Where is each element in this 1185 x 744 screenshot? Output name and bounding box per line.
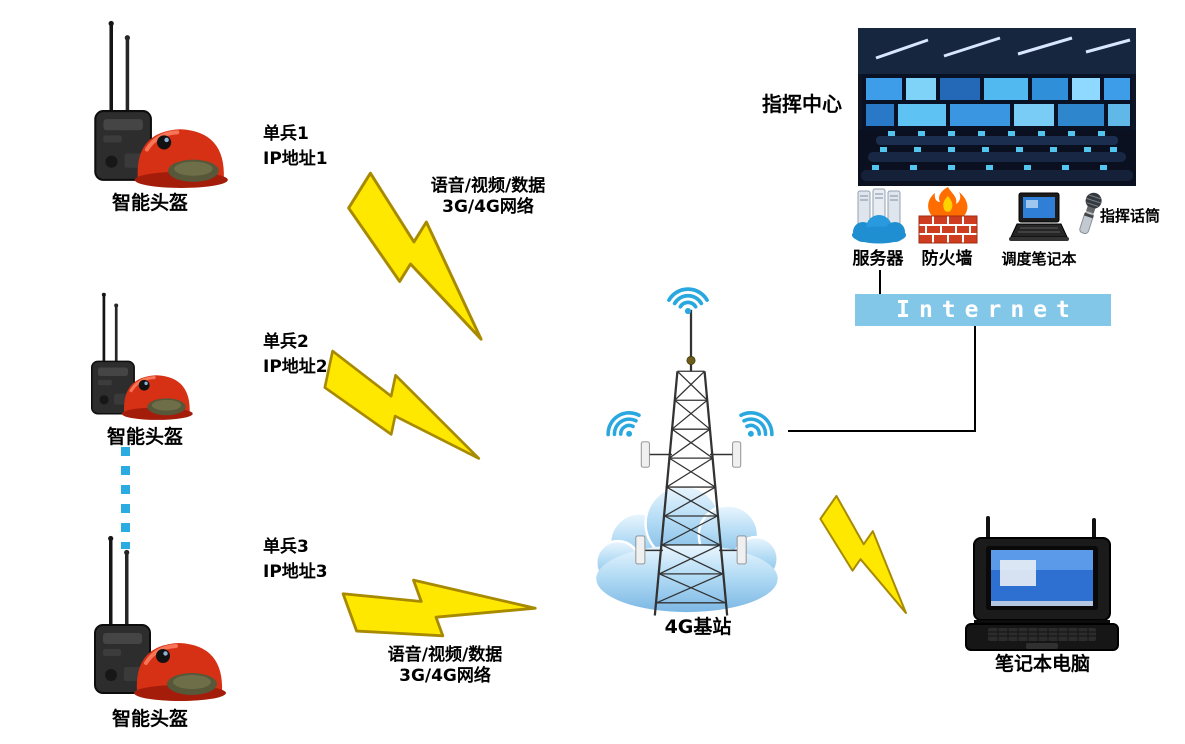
connector-line-internet-down	[974, 326, 976, 432]
radio-link-top-line2: 3G/4G网络	[442, 197, 534, 218]
radio-link-label-bottom: 语音/视频/数据 3G/4G网络	[340, 645, 550, 688]
cell-tower-icon	[635, 309, 747, 616]
soldier-1-ip: IP地址1	[263, 149, 328, 169]
lightning-bolt-icon	[301, 345, 513, 465]
firewall-icon	[918, 187, 978, 244]
lightning-bolt-icon	[797, 490, 946, 619]
radio-link-top-line1: 语音/视频/数据	[430, 176, 546, 196]
smart-helmet-icon	[80, 292, 196, 423]
command-center-label: 指挥中心	[762, 92, 842, 116]
soldier-3-label: 单兵3 IP地址3	[263, 535, 403, 585]
server-caption: 服务器	[852, 249, 904, 269]
radio-link-label-top: 语音/视频/数据 3G/4G网络	[388, 176, 588, 219]
internet-label: Internet	[896, 297, 1079, 323]
firewall-caption: 防火墙	[921, 249, 973, 269]
field-laptop-label: 笔记本电脑	[994, 653, 1090, 675]
connector-line-internet-tower	[788, 430, 976, 432]
soldier-3-ip: IP地址3	[263, 562, 328, 582]
more-units-ellipsis	[121, 447, 130, 549]
helmet-label-1: 智能头盔	[111, 192, 188, 214]
soldier-3-name: 单兵3	[263, 537, 309, 557]
soldier-1-label: 单兵1 IP地址1	[263, 122, 403, 172]
command-mic-caption: 指挥话筒	[1100, 207, 1161, 225]
soldier-2-ip: IP地址2	[263, 357, 328, 377]
internet-banner: Internet	[855, 294, 1111, 326]
connector-line-server-internet	[879, 270, 881, 294]
rugged-laptop-icon	[965, 516, 1119, 651]
helmet-label-2: 智能头盔	[106, 426, 183, 448]
microphone-icon	[1079, 192, 1102, 235]
smart-helmet-icon	[80, 535, 230, 705]
smart-helmet-icon	[80, 20, 232, 192]
soldier-2-name: 单兵2	[263, 332, 309, 352]
soldier-2-label: 单兵2 IP地址2	[263, 330, 403, 380]
server-cloud-icon	[852, 188, 906, 244]
helmet-label-3: 智能头盔	[111, 708, 188, 730]
radio-link-bottom-line2: 3G/4G网络	[399, 666, 491, 687]
base-station-label: 4G基站	[664, 616, 732, 638]
wifi-signal-icon	[666, 282, 710, 316]
soldier-1-name: 单兵1	[263, 124, 309, 144]
dispatch-laptop-caption: 调度笔记本	[1001, 250, 1077, 268]
laptop-icon	[1009, 192, 1069, 241]
control-room-photo	[858, 28, 1136, 186]
radio-link-bottom-line1: 语音/视频/数据	[387, 645, 503, 665]
